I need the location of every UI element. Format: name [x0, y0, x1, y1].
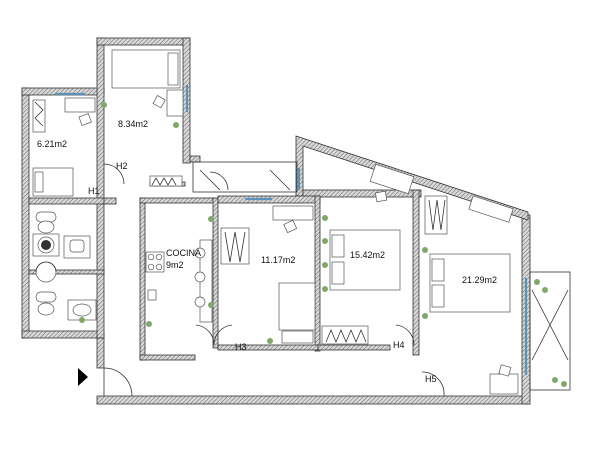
door-label: H4 — [393, 340, 405, 350]
kitchen-area-label: 9m2 — [166, 260, 184, 270]
desk-icon — [152, 89, 184, 117]
plant-icon — [79, 317, 85, 323]
patio — [192, 161, 298, 193]
shower-icon — [32, 233, 60, 257]
desk-icon — [369, 163, 415, 203]
plant-icon — [322, 238, 328, 244]
toilet-icon — [35, 291, 57, 316]
door-swings — [103, 163, 445, 397]
wardrobe-icon — [32, 99, 46, 133]
plant-icon — [322, 215, 328, 221]
wardrobe-icon — [424, 195, 448, 235]
wardrobe-icon — [220, 227, 250, 265]
plant-icon — [101, 102, 107, 108]
windows — [55, 85, 528, 375]
plant-icon — [534, 279, 540, 285]
room-label-area: 8.34m2 — [118, 119, 148, 129]
plants — [79, 102, 567, 387]
door-label: H5 — [425, 374, 437, 384]
bed-icon — [329, 229, 401, 291]
bed-icon — [111, 49, 181, 89]
door-label: H1 — [88, 186, 100, 196]
desk-icon — [489, 364, 519, 395]
plant-icon — [552, 377, 558, 383]
room-label-area: 15.42m2 — [350, 250, 385, 260]
door-label: H3 — [235, 342, 247, 352]
plant-icon — [542, 287, 548, 293]
bed-icon — [429, 253, 511, 313]
plant-icon — [146, 321, 152, 327]
door-label: H2 — [116, 161, 128, 171]
sink-icon — [67, 299, 97, 321]
wardrobe-icon — [149, 175, 183, 187]
room-label-area: 6.21m2 — [37, 139, 67, 149]
desk-icon — [272, 205, 314, 234]
plant-icon — [322, 286, 328, 292]
bed-icon — [278, 282, 316, 344]
entrance-arrow-icon — [78, 368, 88, 386]
spiral-stair-icon — [35, 261, 57, 283]
balcony — [529, 271, 571, 391]
stove-icon — [145, 251, 165, 273]
furniture — [32, 49, 519, 395]
bed-icon — [32, 167, 74, 197]
sink-icon — [63, 235, 91, 259]
plant-icon — [267, 338, 273, 344]
plant-icon — [208, 216, 214, 222]
kitchen-name-label: COCINA — [166, 248, 201, 258]
plant-icon — [422, 313, 428, 319]
toilet-icon — [35, 211, 57, 234]
plant-icon — [561, 381, 567, 387]
plant-icon — [322, 262, 328, 268]
room-label-area: 11.17m2 — [261, 255, 295, 265]
room-label-area: 21.29m2 — [462, 275, 497, 285]
plant-icon — [173, 122, 179, 128]
plant-icon — [422, 247, 428, 253]
plant-icon — [208, 302, 214, 308]
desk-icon — [64, 97, 96, 126]
wardrobe-icon — [321, 325, 369, 345]
